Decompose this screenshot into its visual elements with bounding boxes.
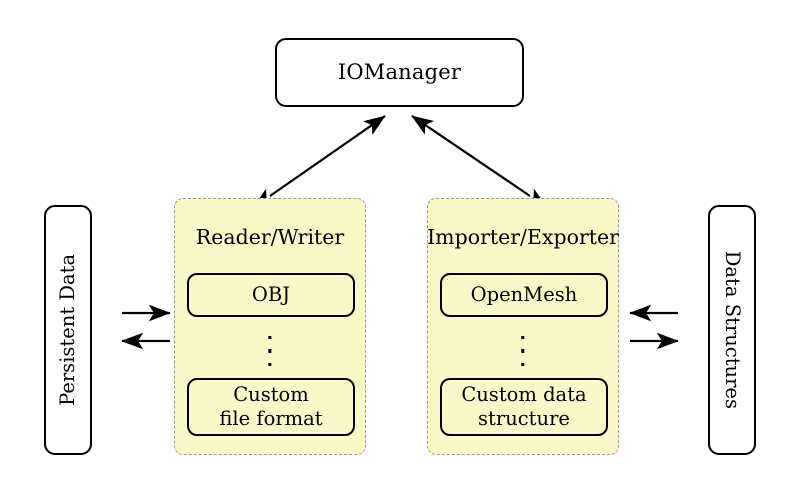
group-reader-writer-title: Reader/Writer [195,225,345,249]
importer-exporter-ellipsis-icon [521,336,525,366]
group-importer-exporter[interactable]: Importer/Exporter OpenMesh Custom data s… [427,198,619,455]
item-custom-data-structure-label: Custom data structure [461,383,587,430]
item-obj-label: OBJ [251,283,291,307]
data-structures-node[interactable]: Data Structures [708,205,756,455]
item-custom-file-format[interactable]: Custom file format [187,378,355,436]
persistent-data-node[interactable]: Persistent Data [44,205,92,455]
item-obj[interactable]: OBJ [187,273,355,317]
group-importer-exporter-title: Importer/Exporter [427,225,619,249]
item-openmesh-label: OpenMesh [470,283,578,307]
persistent-data-label: Persistent Data [56,253,80,407]
arrow-manager-importer-exporter [411,115,548,208]
reader-writer-ellipsis-icon [268,336,272,366]
arrow-manager-reader-writer [252,115,386,209]
item-openmesh[interactable]: OpenMesh [440,273,608,317]
item-custom-data-structure[interactable]: Custom data structure [440,378,608,436]
iomanager-label: IOManager [337,59,462,84]
item-custom-file-format-label: Custom file format [219,383,323,430]
data-structures-label: Data Structures [720,250,744,410]
group-reader-writer[interactable]: Reader/Writer OBJ Custom file format [174,198,366,455]
iomanager-node[interactable]: IOManager [275,38,524,107]
